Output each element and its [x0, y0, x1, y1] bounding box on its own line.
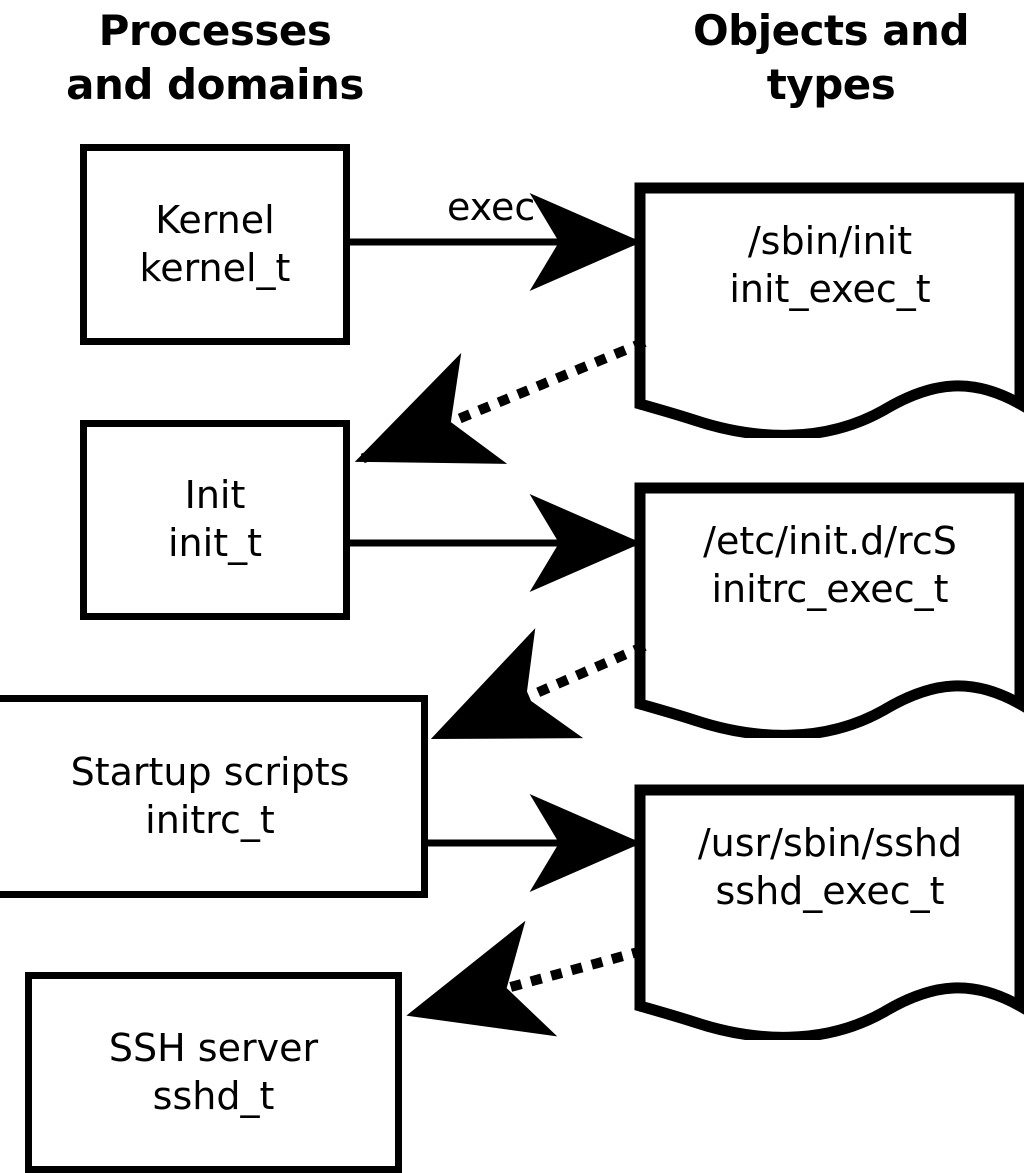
- edge-sshd-exec-to-sshd-domain: [406, 920, 645, 1037]
- process-type-ssh-server: sshd_t: [152, 1073, 275, 1118]
- process-name-kernel: Kernel: [155, 197, 275, 242]
- edge-label-exec: exec: [447, 185, 536, 229]
- process-box-kernel[interactable]: Kernel kernel_t: [80, 144, 350, 345]
- process-box-ssh-server[interactable]: SSH server sshd_t: [25, 972, 402, 1173]
- process-name-startup-scripts: Startup scripts: [70, 749, 350, 794]
- process-type-kernel: kernel_t: [139, 245, 291, 290]
- object-doc-sbin-init[interactable]: /sbin/init init_exec_t: [634, 182, 1024, 438]
- process-name-ssh-server: SSH server: [108, 1025, 319, 1070]
- object-doc-etc-initd-rcs[interactable]: /etc/init.d/rcS initrc_exec_t: [634, 482, 1024, 738]
- process-box-startup-scripts[interactable]: Startup scripts initrc_t: [0, 695, 428, 898]
- process-box-init[interactable]: Init init_t: [80, 420, 350, 620]
- object-doc-usr-sbin-sshd[interactable]: /usr/sbin/sshd sshd_exec_t: [634, 784, 1024, 1040]
- process-type-init: init_t: [168, 521, 262, 565]
- column-header-objects: Objects and types: [692, 6, 970, 109]
- process-name-init: Init: [184, 473, 246, 518]
- edge-init-exec-to-init-domain: [354, 337, 647, 465]
- process-type-startup-scripts: initrc_t: [145, 797, 275, 842]
- column-header-processes: Processes and domains: [66, 6, 364, 109]
- edge-initrc-exec-to-initrc-domain: [430, 628, 647, 742]
